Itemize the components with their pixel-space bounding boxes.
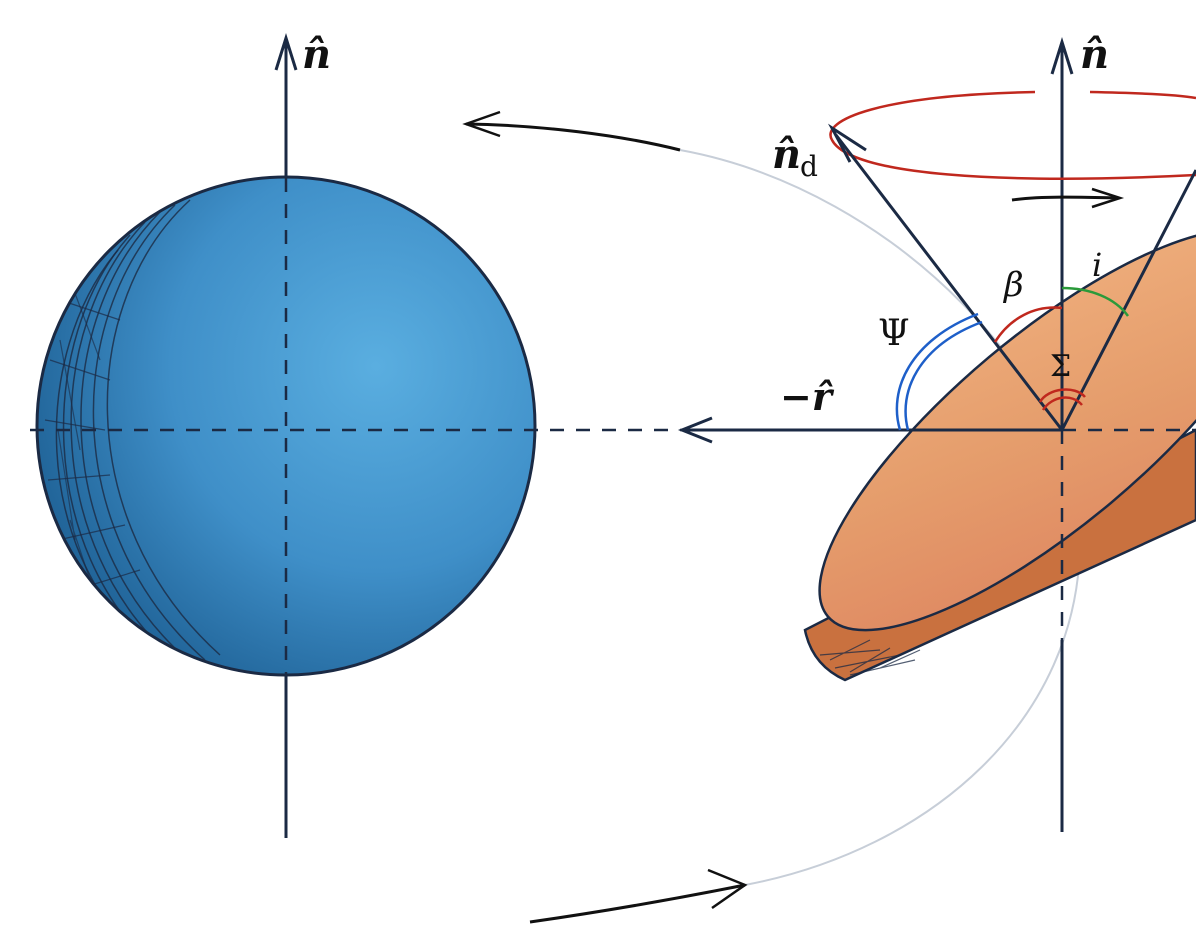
right-n-hat-label: n̂ [1080,31,1109,78]
psi-label: Ψ [878,313,910,354]
sigma-arc [1038,388,1086,403]
nd-arrowhead [827,123,867,163]
right-n-arrowhead [1050,36,1074,75]
precession-ellipse-back [1089,90,1196,100]
incl-label: i [1092,246,1102,284]
nd-subscript: d [800,150,818,183]
precession-ellipse [829,90,1196,180]
orbit-arrow-bottom-head [707,868,748,910]
cone-edge-right [1060,169,1196,431]
left-n-hat-label: n̂ [302,31,331,78]
minus-r-arrowhead [677,416,713,444]
sigma-label: Σ [1050,349,1071,384]
nd-label: n̂ [772,131,801,178]
disk-rim-hatching [819,639,921,676]
beta-label: β [1002,265,1024,305]
precession-direction-arrowhead [1091,187,1125,209]
planet-hatching [44,199,221,663]
orbit-arrow-bottom [529,883,746,924]
left-n-arrowhead [274,32,298,71]
sigma-arc-inner [1041,396,1083,411]
precession-direction-arrow [1011,195,1119,202]
incl-arc [1061,286,1130,317]
psi-arc [895,312,979,431]
beta-arc [993,306,1063,343]
psi-arc-inner [904,320,983,431]
orbit-arrow-top [465,122,681,152]
cone-edge-left [834,134,1064,431]
orbit-arrow-top-head [462,110,501,138]
minus-r-hat-label: −r̂ [780,374,835,419]
